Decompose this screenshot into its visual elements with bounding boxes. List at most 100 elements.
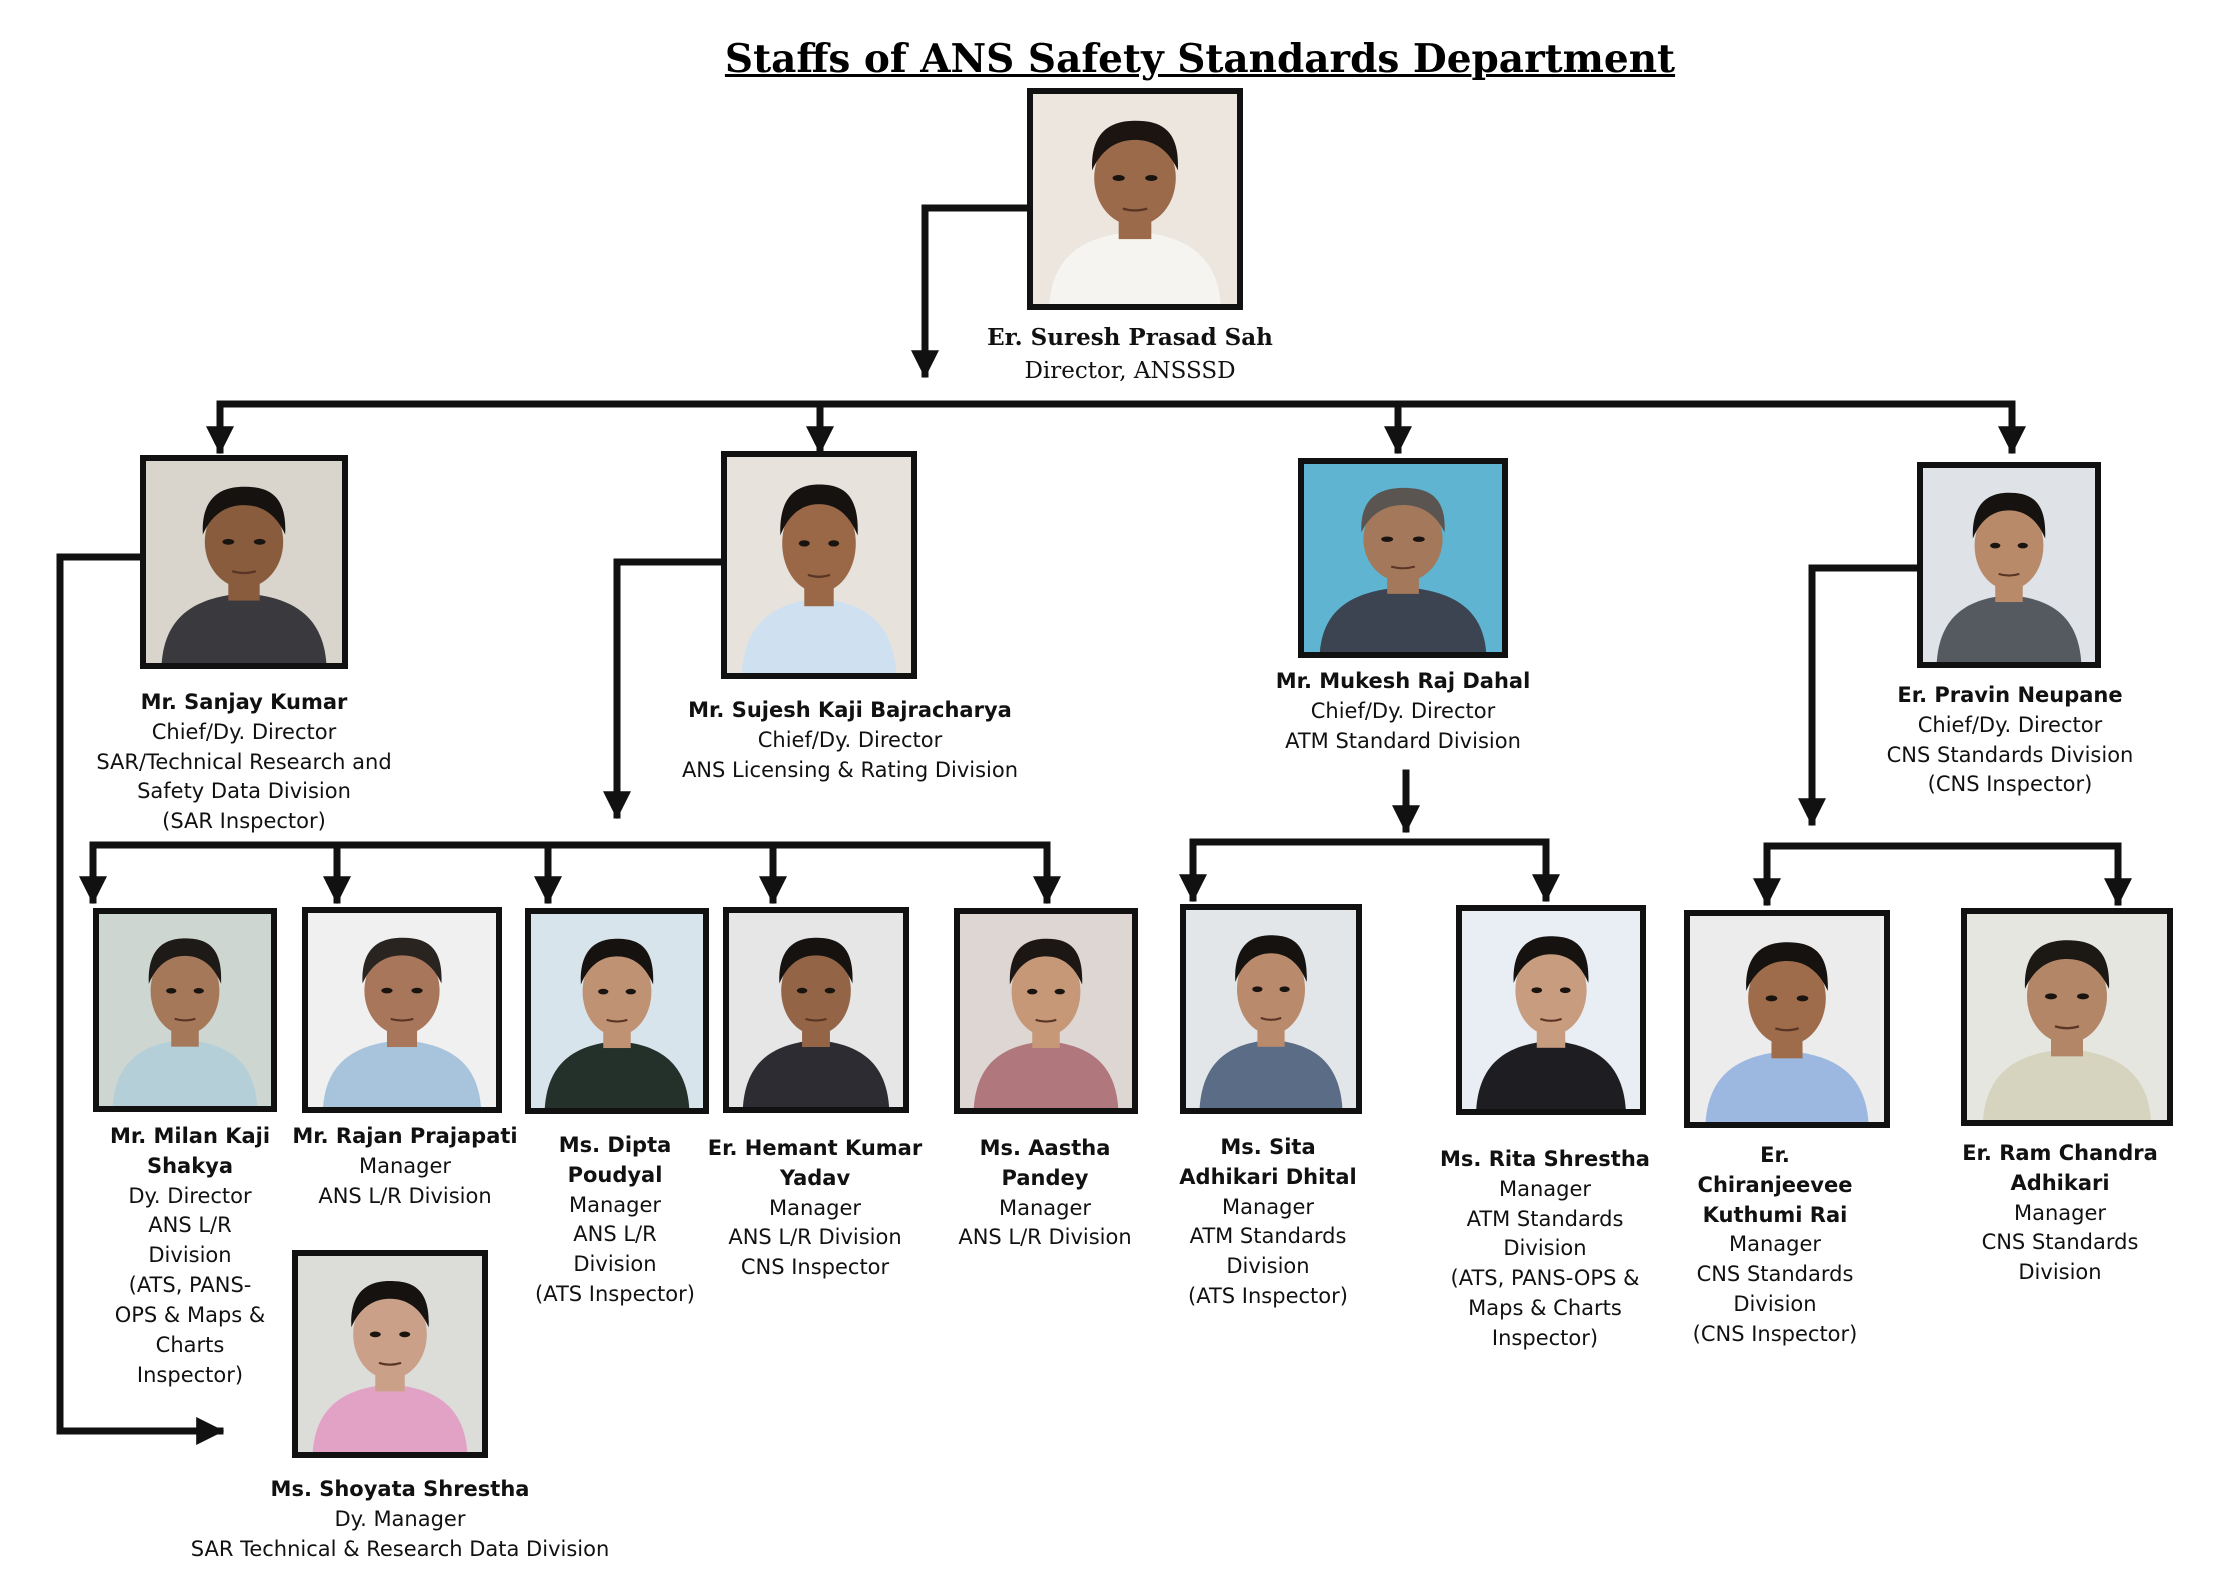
- photo-rita-shrestha: [1456, 905, 1646, 1115]
- person-detail: CNS Standards Division: [1886, 742, 2134, 767]
- person-detail: ATM Standards: [1189, 1224, 1347, 1249]
- person-detail: SAR Technical & Research Data Division: [190, 1536, 610, 1561]
- person-detail: Division: [1226, 1254, 1310, 1279]
- pravin-connector: [1798, 564, 1921, 827]
- person-detail: Manager: [1221, 1194, 1315, 1219]
- person-detail: (CNS Inspector): [1927, 772, 2093, 797]
- person-detail: (CNS Inspector): [1692, 1321, 1858, 1346]
- person-detail: Manager: [998, 1195, 1092, 1220]
- sujesh-connector: [603, 558, 725, 820]
- photo-aastha-pandey: [954, 908, 1138, 1114]
- person-detail: Division: [1503, 1236, 1587, 1261]
- person-detail: Inspector): [136, 1362, 244, 1387]
- person-detail: Director, ANSSSD: [1024, 357, 1236, 384]
- sanjay-to-shoyata: [56, 553, 225, 1445]
- person-detail: ANS L/R: [148, 1213, 232, 1238]
- person-name: Ms. Rita Shrestha: [1440, 1147, 1650, 1171]
- person-name: Mr. Rajan Prajapati: [292, 1124, 518, 1148]
- person-detail: Manager: [768, 1195, 862, 1220]
- person-name: Er. Chiranjeevee Kuthumi Rai: [1697, 1143, 1853, 1227]
- person-detail: Chief/Dy. Director: [151, 719, 337, 744]
- person-detail: Charts: [155, 1332, 225, 1357]
- director-connector: [911, 204, 1031, 379]
- person-detail: ANS L/R Division: [958, 1225, 1132, 1250]
- person-detail: CNS Standards: [1696, 1262, 1854, 1287]
- person-detail: (ATS, PANS-OPS &: [1450, 1266, 1640, 1291]
- person-detail: Division: [2018, 1260, 2102, 1285]
- person-detail: (SAR Inspector): [162, 809, 326, 834]
- photo-sanjay-kumar: [140, 455, 348, 669]
- person-detail: Manager: [568, 1192, 662, 1217]
- person-detail: Chief/Dy. Director: [1310, 698, 1496, 723]
- person-detail: Manager: [1498, 1176, 1592, 1201]
- person-detail: (ATS, PANS-: [128, 1273, 252, 1298]
- photo-director: [1027, 88, 1243, 310]
- person-detail: (ATS Inspector): [1188, 1284, 1348, 1309]
- person-detail: ANS L/R: [573, 1222, 657, 1247]
- person-name: Mr. Sanjay Kumar: [140, 690, 348, 714]
- person-detail: SAR/Technical Research and: [96, 749, 392, 774]
- photo-mukesh-raj: [1298, 458, 1508, 658]
- person-name: Er. Pravin Neupane: [1897, 683, 2123, 707]
- person-detail: Division: [573, 1252, 657, 1277]
- person-detail: Division: [1733, 1292, 1817, 1317]
- person-name: Er. Hemant Kumar Yadav: [707, 1136, 923, 1190]
- photo-sita-adhikari: [1180, 904, 1362, 1114]
- chart-title: Staffs of ANS Safety Standards Departmen…: [724, 36, 1676, 82]
- person-detail: Inspector): [1491, 1325, 1599, 1350]
- person-name: Er. Suresh Prasad Sah: [987, 324, 1273, 351]
- person-detail: Dy. Director: [128, 1183, 252, 1208]
- photo-rajan-prajapati: [302, 907, 502, 1113]
- person-name: Mr. Sujesh Kaji Bajracharya: [688, 698, 1012, 722]
- person-name: Ms. Aastha Pandey: [979, 1136, 1111, 1190]
- photo-ram-chandra: [1961, 908, 2173, 1126]
- person-name: Er. Ram Chandra Adhikari: [1962, 1141, 2158, 1195]
- person-name: Mr. Milan Kaji Shakya: [109, 1124, 271, 1178]
- person-detail: ATM Standards: [1466, 1206, 1624, 1231]
- person-name: Mr. Mukesh Raj Dahal: [1275, 669, 1531, 693]
- person-detail: CNS Inspector: [740, 1255, 890, 1280]
- person-detail: ANS L/R Division: [318, 1183, 492, 1208]
- photo-hemant-kumar: [723, 907, 909, 1113]
- person-detail: Maps & Charts: [1468, 1296, 1622, 1321]
- person-detail: OPS & Maps &: [114, 1302, 266, 1327]
- person-detail: ATM Standard Division: [1285, 728, 1521, 753]
- photo-dipta-poudyal: [525, 908, 709, 1114]
- person-detail: Chief/Dy. Director: [757, 727, 943, 752]
- person-detail: Manager: [2013, 1200, 2107, 1225]
- photo-chiranjeevee: [1684, 910, 1890, 1128]
- person-detail: ANS L/R Division: [728, 1225, 902, 1250]
- photo-sujesh-kaji: [721, 451, 917, 679]
- photo-milan-kaji: [93, 908, 277, 1112]
- person-detail: (ATS Inspector): [535, 1282, 695, 1307]
- person-detail: Division: [148, 1243, 232, 1268]
- person-name: Ms. Shoyata Shrestha: [270, 1477, 530, 1501]
- person-detail: Dy. Manager: [334, 1506, 466, 1531]
- person-detail: Manager: [358, 1153, 452, 1178]
- person-detail: ANS Licensing & Rating Division: [681, 757, 1019, 782]
- person-detail: Chief/Dy. Director: [1917, 712, 2103, 737]
- person-name: Ms. Sita Adhikari Dhital: [1179, 1135, 1357, 1189]
- person-detail: Safety Data Division: [137, 779, 351, 804]
- photo-shoyata-shrestha: [292, 1250, 488, 1458]
- photo-pravin-neupane: [1917, 462, 2101, 668]
- person-detail: CNS Standards: [1981, 1230, 2139, 1255]
- person-name: Ms. Dipta Poudyal: [558, 1133, 672, 1187]
- person-detail: Manager: [1728, 1232, 1822, 1257]
